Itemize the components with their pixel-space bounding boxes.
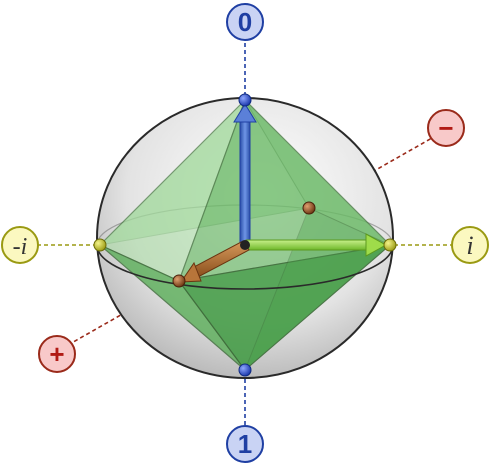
label-minus: − <box>427 109 465 147</box>
octahedron <box>98 98 393 371</box>
state-dot-plus <box>172 274 186 288</box>
label-minus-text: − <box>438 113 453 143</box>
label-plus-text: + <box>49 339 64 369</box>
label-zero-text: 0 <box>238 7 252 37</box>
label-one: 1 <box>226 425 264 463</box>
state-dot-zero <box>238 93 252 107</box>
label-one-text: 1 <box>238 429 252 459</box>
label-i: i <box>451 226 489 264</box>
label-zero: 0 <box>226 3 264 41</box>
label-plus: + <box>38 335 76 373</box>
origin-point <box>240 240 250 250</box>
state-dot-minus-i <box>93 238 107 252</box>
arrow-to-plus <box>180 240 250 283</box>
state-dot-minus <box>302 201 316 215</box>
state-dot-i <box>383 238 397 252</box>
label-minus-i-text: -i <box>13 234 28 260</box>
label-i-text: i <box>466 231 473 260</box>
state-dot-one <box>238 363 252 377</box>
equator-front <box>96 244 394 290</box>
label-minus-i: -i <box>1 226 39 264</box>
